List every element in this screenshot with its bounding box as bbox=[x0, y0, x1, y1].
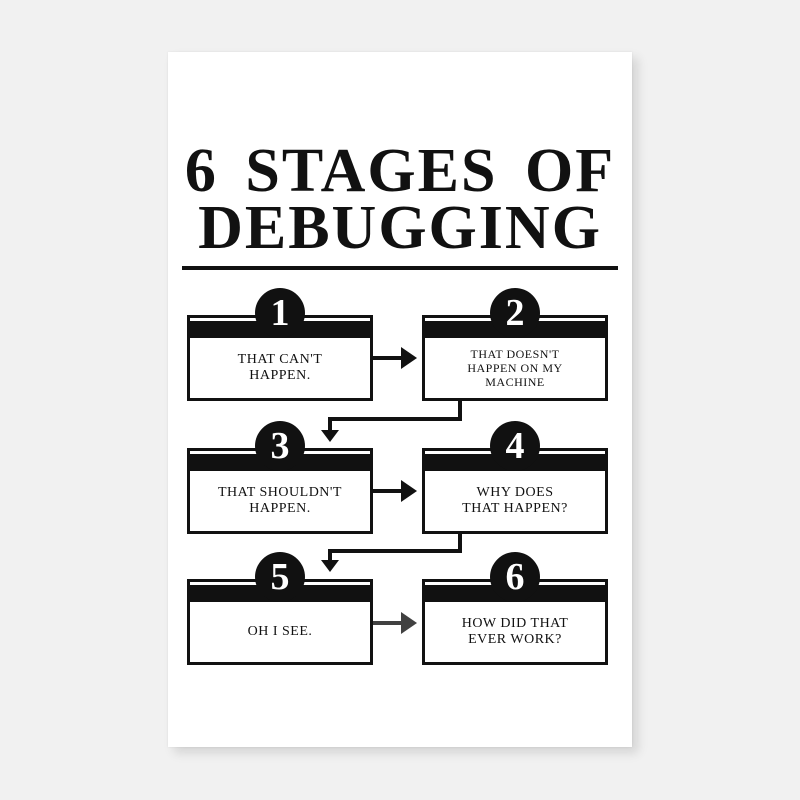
title-underline bbox=[182, 266, 618, 270]
stage-number-badge: 4 bbox=[490, 421, 540, 471]
connector-2-3-horizontal bbox=[328, 417, 462, 421]
connector-4-5-drop bbox=[328, 549, 332, 561]
stage-number-badge: 6 bbox=[490, 552, 540, 602]
arrow-right-icon bbox=[401, 480, 417, 502]
stage-text: Oh I see. bbox=[247, 624, 313, 639]
stage-box-1: 1 That can't happen. bbox=[187, 288, 373, 401]
arrow-right-icon bbox=[401, 612, 417, 634]
stage-number-badge: 1 bbox=[255, 288, 305, 338]
stage-text: That can't happen. bbox=[237, 352, 323, 383]
stage-box-4: 4 Why does that happen? bbox=[422, 421, 608, 534]
stage-text: That doesn't happen on my machine bbox=[467, 347, 563, 389]
arrow-down-icon bbox=[321, 560, 339, 572]
stage-number-badge: 5 bbox=[255, 552, 305, 602]
connector-2-3-drop bbox=[328, 417, 332, 431]
connector-3-4 bbox=[373, 489, 401, 493]
poster: 6 STAGES OF DEBUGGING 1 That can't happe… bbox=[168, 52, 632, 747]
connector-1-2 bbox=[373, 356, 401, 360]
arrow-down-icon bbox=[321, 430, 339, 442]
connector-5-6 bbox=[373, 621, 401, 625]
stage-box-2: 2 That doesn't happen on my machine bbox=[422, 288, 608, 401]
poster-title-line2: DEBUGGING bbox=[198, 194, 602, 262]
stage-text: How did that ever work? bbox=[461, 616, 569, 647]
poster-title-line1: 6 STAGES OF bbox=[184, 137, 616, 205]
stage-box-6: 6 How did that ever work? bbox=[422, 552, 608, 665]
stage-box-3: 3 That shouldn't happen. bbox=[187, 421, 373, 534]
arrow-right-icon bbox=[401, 347, 417, 369]
stage-text: Why does that happen? bbox=[462, 485, 568, 516]
connector-4-5-vertical bbox=[458, 534, 462, 552]
connector-2-3-vertical bbox=[458, 401, 462, 421]
connector-4-5-horizontal bbox=[328, 549, 462, 553]
stage-box-5: 5 Oh I see. bbox=[187, 552, 373, 665]
stage-number-badge: 2 bbox=[490, 288, 540, 338]
stage-text: That shouldn't happen. bbox=[218, 485, 342, 516]
stage-number-badge: 3 bbox=[255, 421, 305, 471]
